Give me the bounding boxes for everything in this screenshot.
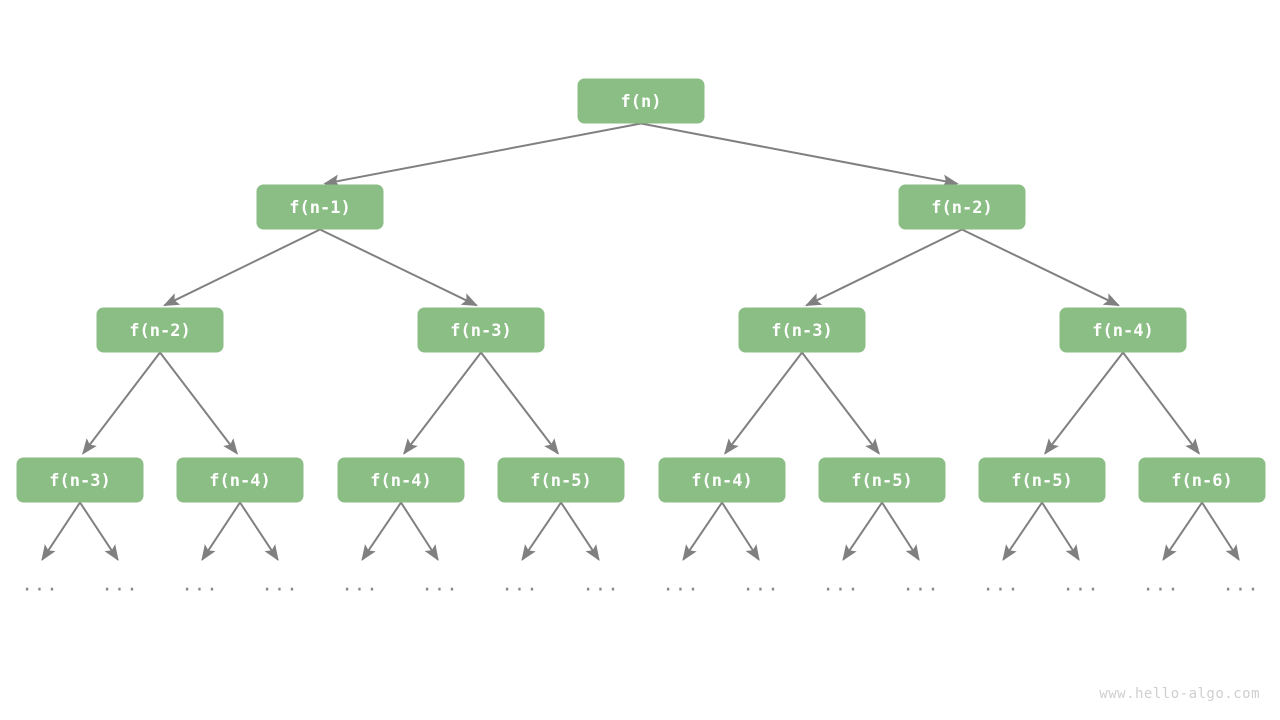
edge-n7-dots-0	[41, 501, 81, 561]
node-box	[658, 457, 786, 503]
edge-n11-dots-8	[682, 501, 723, 562]
tree-node-n3: f(n-2)	[96, 307, 224, 353]
edge-n4-n10	[480, 351, 559, 455]
tree-node-n7: f(n-3)	[16, 457, 144, 503]
edge-n12-dots-11	[881, 501, 920, 561]
tree-node-n13: f(n-5)	[978, 457, 1106, 503]
node-label: f(n-5)	[851, 471, 912, 491]
node-label: f(n-3)	[771, 321, 832, 341]
node-label: f(n-4)	[1092, 321, 1153, 341]
node-box	[1138, 457, 1266, 503]
ellipsis-3: ...	[261, 574, 298, 596]
node-box	[577, 78, 705, 124]
edge-n8-dots-2	[201, 501, 241, 561]
ellipsis-4: ...	[341, 574, 378, 596]
tree-node-n5: f(n-3)	[738, 307, 866, 353]
edge-n5-n11	[724, 351, 803, 455]
edge-n12-dots-10	[842, 501, 883, 562]
ellipsis-layer: ........................................…	[21, 574, 1259, 596]
ellipsis-12: ...	[982, 574, 1019, 596]
edge-n13-dots-13	[1041, 501, 1080, 561]
tree-node-n11: f(n-4)	[658, 457, 786, 503]
edge-n10-dots-6	[521, 501, 562, 562]
node-label: f(n-1)	[289, 198, 350, 218]
edge-n8-dots-3	[239, 501, 279, 561]
edge-n4-n9	[403, 351, 482, 455]
ellipsis-15: ...	[1222, 574, 1259, 596]
edge-n13-dots-12	[1002, 501, 1043, 562]
tree-node-n14: f(n-6)	[1138, 457, 1266, 503]
node-label: f(n-6)	[1171, 471, 1232, 491]
edge-n1-n4	[319, 228, 478, 307]
node-box	[256, 184, 384, 230]
node-box	[978, 457, 1106, 503]
node-label: f(n-4)	[691, 471, 752, 491]
edge-n2-n6	[961, 228, 1120, 307]
ellipsis-14: ...	[1142, 574, 1179, 596]
tree-node-n1: f(n-1)	[256, 184, 384, 230]
edge-n9-dots-5	[400, 501, 439, 561]
ellipsis-10: ...	[822, 574, 859, 596]
edge-n10-dots-7	[560, 501, 600, 561]
node-box	[417, 307, 545, 353]
node-label: f(n-5)	[1011, 471, 1072, 491]
tree-node-n10: f(n-5)	[497, 457, 625, 503]
tree-node-n12: f(n-5)	[818, 457, 946, 503]
edge-n0-n2	[640, 122, 959, 188]
node-label: f(n-4)	[209, 471, 270, 491]
ellipsis-13: ...	[1062, 574, 1099, 596]
node-label: f(n-2)	[129, 321, 190, 341]
tree-node-n6: f(n-4)	[1059, 307, 1187, 353]
node-box	[898, 184, 1026, 230]
tree-node-n0: f(n)	[577, 78, 705, 124]
edge-n6-n13	[1044, 351, 1124, 455]
edge-n6-n14	[1122, 351, 1200, 455]
node-box	[738, 307, 866, 353]
tree-node-n2: f(n-2)	[898, 184, 1026, 230]
ellipsis-7: ...	[582, 574, 619, 596]
edge-n5-n12	[801, 351, 880, 455]
ellipsis-8: ...	[662, 574, 699, 596]
tree-node-n4: f(n-3)	[417, 307, 545, 353]
nodes-layer: f(n) f(n-1) f(n-2) f(n-2) f(n-3) f(n-3) f(n-4)…	[16, 78, 1266, 503]
node-label: f(n)	[621, 92, 662, 112]
edge-n0-n1	[323, 122, 642, 188]
ellipsis-9: ...	[742, 574, 779, 596]
node-label: f(n-2)	[931, 198, 992, 218]
edge-n9-dots-4	[361, 501, 402, 562]
node-label: f(n-3)	[450, 321, 511, 341]
node-box	[337, 457, 465, 503]
edge-n1-n3	[163, 228, 321, 307]
node-box	[16, 457, 144, 503]
edge-n3-n7	[82, 351, 161, 455]
ellipsis-1: ...	[101, 574, 138, 596]
ellipsis-2: ...	[181, 574, 218, 596]
edge-n11-dots-9	[721, 501, 760, 561]
node-box	[96, 307, 224, 353]
node-label: f(n-3)	[49, 471, 110, 491]
ellipsis-5: ...	[421, 574, 458, 596]
edge-n7-dots-1	[79, 501, 119, 561]
node-box	[176, 457, 304, 503]
edge-n14-dots-14	[1162, 501, 1203, 562]
ellipsis-6: ...	[501, 574, 538, 596]
node-box	[818, 457, 946, 503]
edge-n2-n5	[805, 228, 963, 307]
tree-node-n9: f(n-4)	[337, 457, 465, 503]
node-box	[1059, 307, 1187, 353]
tree-node-n8: f(n-4)	[176, 457, 304, 503]
ellipsis-11: ...	[902, 574, 939, 596]
edges-layer	[41, 122, 1240, 562]
edge-n14-dots-15	[1201, 501, 1240, 561]
edge-n3-n8	[159, 351, 238, 455]
watermark: www.hello-algo.com	[1099, 686, 1260, 702]
node-label: f(n-4)	[370, 471, 431, 491]
node-label: f(n-5)	[530, 471, 591, 491]
node-box	[497, 457, 625, 503]
ellipsis-0: ...	[21, 574, 58, 596]
